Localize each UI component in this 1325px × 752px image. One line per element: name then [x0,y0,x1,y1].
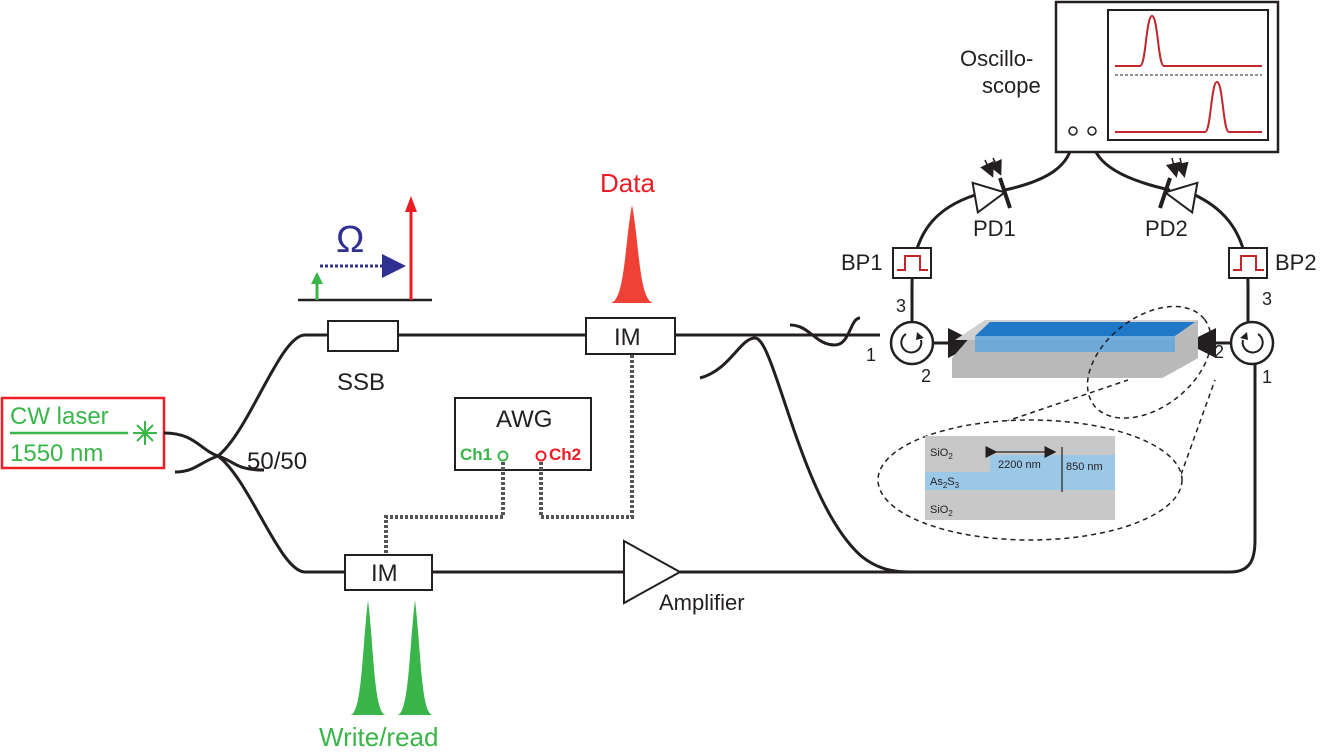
bp2-box [1228,247,1268,279]
im-bottom-box [344,554,433,591]
ch2-port-icon [535,450,547,462]
bp2-filter: BP2 [1228,247,1317,279]
scope-input-1-icon [1068,126,1078,136]
pd1: PD1 [971,157,1016,241]
inset-core-layer: As2S3 [930,476,960,490]
data-pulse: Data [600,168,655,303]
inset-bottom-layer: SiO2 [930,504,953,518]
circ-right-port2: 2 [1214,342,1224,362]
scope-input-2-icon [1087,126,1097,136]
waveguide-chip [952,320,1198,378]
pd2: PD2 [1145,157,1199,241]
trace-ch2 [1115,80,1262,133]
oscilloscope: Oscillo- scope [960,0,1280,154]
pd1-label: PD1 [973,216,1016,241]
ssb-modulator: SSB [327,320,399,396]
laser-star-icon [133,421,157,445]
write-read-label: Write/read [319,722,438,752]
fiber-paths [163,139,1257,574]
awg-ch1-label: Ch1 [460,445,492,464]
inset-width-label: 2200 nm [998,459,1041,471]
bp1-label: BP1 [841,250,883,275]
bp2-label: BP2 [1275,250,1317,275]
oscilloscope-label-line1: Oscillo- [960,46,1033,71]
pd2-label: PD2 [1145,216,1188,241]
red-data-pulse [610,205,654,303]
inset-top-layer: SiO2 [930,447,953,461]
im-top-box [585,317,676,355]
amplifier-label: Amplifier [659,590,745,615]
im-bottom: IM [344,554,433,591]
amplifier-triangle-icon [623,539,683,605]
omega-label: Ω [336,219,364,261]
awg-label: AWG [496,406,552,433]
data-label: Data [600,168,655,198]
photodiode-icon [971,181,1007,215]
im-top-label: IM [614,324,641,351]
rf-cable-ch2 [539,354,634,519]
ssb-box [327,320,399,352]
splitter-label: 50/50 [247,448,307,475]
bandpass-icon [1233,255,1264,271]
circ-left-port1: 1 [866,345,876,365]
circulator-right-icon [1229,320,1275,366]
awg: AWG Ch1 Ch2 [454,397,592,471]
ssb-spectrum: Ω [298,196,432,302]
circ-right-port1: 1 [1262,367,1272,387]
awg-box [454,397,592,471]
trace-ch1 [1115,14,1262,67]
amplifier: Amplifier [623,539,745,615]
cw-laser-wavelength: 1550 nm [10,440,103,467]
cross-section-inset: SiO2 As2S3 SiO2 2200 nm 850 nm [877,305,1216,541]
circ-left-port3: 3 [896,296,906,316]
inset-height-label: 850 nm [1066,461,1103,473]
circulator-left: 1 2 3 [866,296,935,386]
cw-laser-label: CW laser [10,403,109,430]
bp1-filter: BP1 [841,247,932,279]
photodiode-icon [1163,181,1199,215]
circulator-left-icon [889,320,935,366]
waveguide-core [975,322,1195,336]
circ-left-port2: 2 [921,366,931,386]
bp1-box [892,247,932,279]
awg-ch2-label: Ch2 [549,445,581,464]
circ-right-port3: 3 [1262,289,1272,309]
im-bottom-label: IM [371,560,398,587]
ssb-label: SSB [337,369,385,396]
oscilloscope-label-line2: scope [982,73,1041,98]
write-read-pulses: Write/read [319,600,438,752]
cw-laser: CW laser 1550 nm [0,396,166,470]
ch1-port-icon [497,450,509,462]
circulator-right: 2 1 3 [1214,289,1275,387]
im-top: IM [585,317,676,355]
bandpass-icon [897,255,928,271]
rf-cable-ch1 [384,462,505,555]
